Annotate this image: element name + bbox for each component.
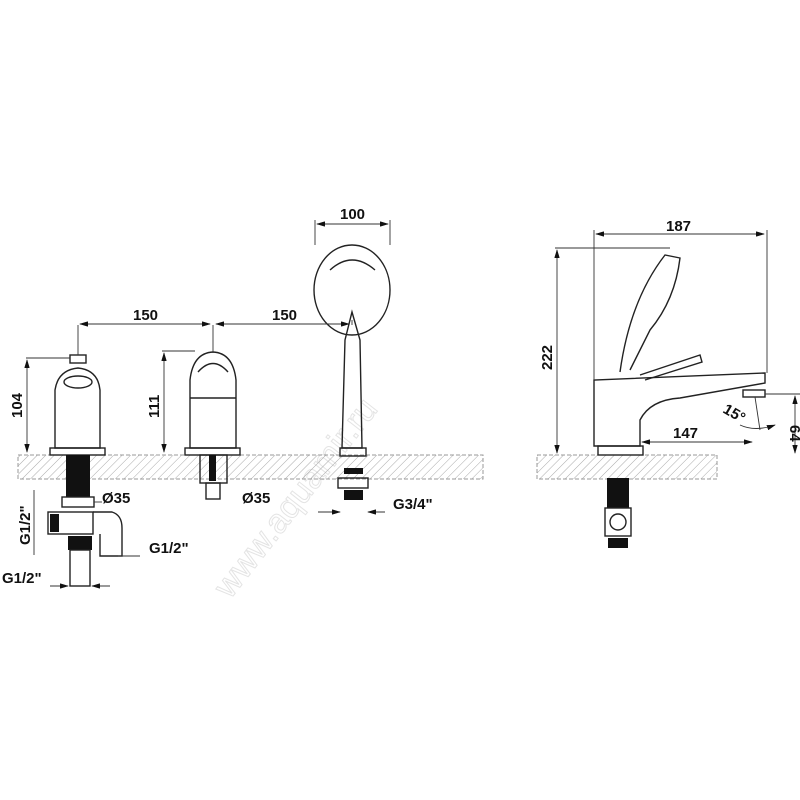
dim-handle-height-left: 104 [9, 392, 26, 418]
dim-handle-height-center: 111 [146, 395, 163, 418]
dimension-lines [24, 220, 800, 589]
dim-hand-shower-width: 100 [340, 206, 365, 223]
dim-diameter-center: Ø35 [242, 490, 270, 507]
dim-spacing-left: 150 [133, 307, 158, 324]
center-valve [184, 351, 241, 500]
left-valve [47, 354, 123, 587]
mixer-side-view [593, 254, 766, 548]
dim-thread-vertical: G1/2" [17, 505, 34, 545]
dim-side-width: 187 [666, 218, 691, 235]
dim-spout-reach: 147 [673, 425, 698, 442]
dim-spout-height: 64 [786, 425, 800, 442]
hand-shower-front [313, 244, 391, 500]
dim-thread-bottom: G1/2" [2, 570, 42, 587]
dim-side-height: 222 [539, 345, 556, 370]
countertop-front [17, 454, 484, 480]
countertop-side [536, 454, 718, 480]
dim-spout-angle: 15° [720, 401, 748, 427]
dim-thread-shower: G3/4" [393, 496, 433, 513]
dim-thread-side: G1/2" [149, 540, 189, 557]
dim-diameter-left: Ø35 [102, 490, 130, 507]
dim-spacing-right: 150 [272, 307, 297, 324]
